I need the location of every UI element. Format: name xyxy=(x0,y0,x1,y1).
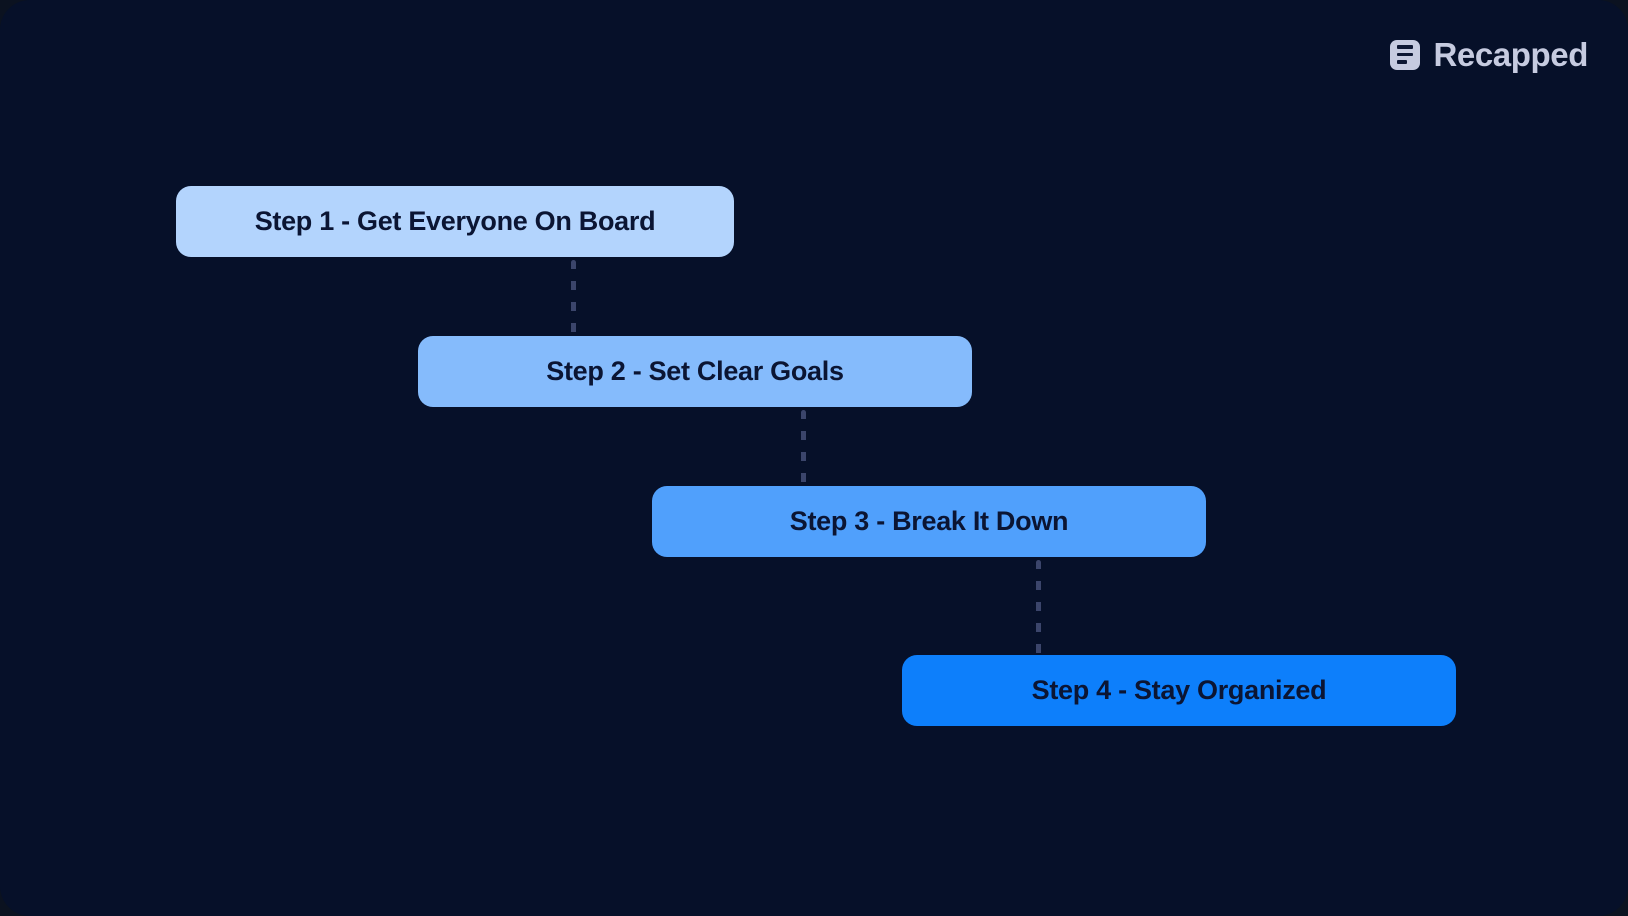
step-label-3: Step 3 - Break It Down xyxy=(789,506,1069,536)
step-box-3[interactable]: Step 3 - Break It Down xyxy=(652,486,1206,557)
connector-step2-step3 xyxy=(801,410,806,486)
step-box-2[interactable]: Step 2 - Set Clear Goals xyxy=(418,336,972,407)
step-label-1: Step 1 - Get Everyone On Board xyxy=(254,206,656,236)
connector-step1-step2 xyxy=(571,260,576,336)
step-label-4: Step 4 - Stay Organized xyxy=(1031,675,1327,705)
step-label-2: Step 2 - Set Clear Goals xyxy=(546,356,844,386)
brand-logo: Recapped xyxy=(1390,38,1588,71)
document-lines-icon xyxy=(1390,39,1421,70)
connector-step3-step4 xyxy=(1036,560,1041,655)
step-box-4[interactable]: Step 4 - Stay Organized xyxy=(902,655,1456,726)
brand-name: Recapped xyxy=(1433,36,1588,73)
step-box-1[interactable]: Step 1 - Get Everyone On Board xyxy=(176,186,734,257)
